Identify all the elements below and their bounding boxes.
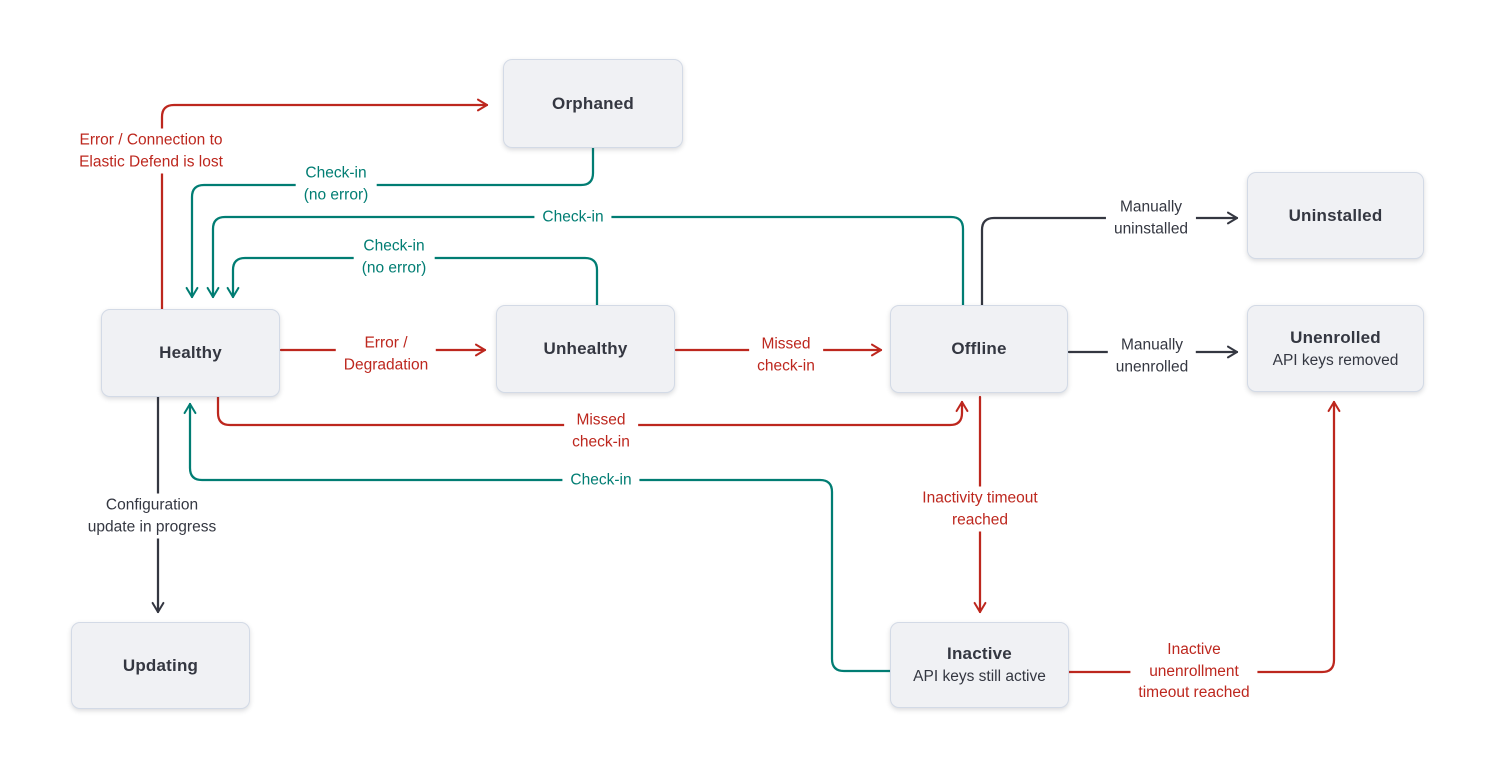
edge-offline-to-uninstalled [980, 211, 1239, 307]
label-inactivity-timeout: Inactivity timeout reached [914, 486, 1046, 532]
label-line: update in progress [87, 518, 217, 535]
label-line: Elastic Defend is lost [79, 153, 223, 170]
node-unenrolled-sublabel: API keys removed [1272, 351, 1399, 369]
label-line: Inactivity timeout [922, 489, 1038, 507]
node-updating-label: Updating [122, 655, 199, 675]
label-error-defend-lost: Error / Connection to Elastic Defend is … [71, 128, 231, 174]
label-line: Missed [576, 411, 626, 429]
label-line: Check-in [363, 237, 425, 255]
edge-offline-to-healthy [206, 215, 965, 307]
label-missed-checkin-unhealthy: Missed check-in [749, 332, 823, 378]
label-line: Error / [364, 334, 408, 352]
edge-inactive-to-unenrolled [1067, 400, 1341, 674]
label-line: Inactive [1167, 640, 1221, 658]
node-unenrolled: Unenrolled API keys removed [1247, 305, 1424, 392]
node-uninstalled: Uninstalled [1247, 172, 1424, 259]
label-line: unenrollment [1149, 662, 1239, 680]
edge-orphaned-to-healthy [185, 146, 595, 299]
edge-healthy-to-orphaned [160, 98, 489, 311]
label-checkin-inactive: Check-in [562, 468, 640, 492]
label-line: Degradation [343, 356, 429, 373]
node-unenrolled-label: Unenrolled [1290, 327, 1381, 347]
label-manually-uninstalled: Manually uninstalled [1105, 195, 1197, 241]
label-checkin-offline: Check-in [534, 205, 612, 229]
node-updating: Updating [71, 622, 250, 709]
label-line: (no error) [361, 259, 427, 276]
node-inactive: Inactive API keys still active [890, 622, 1069, 708]
node-uninstalled-label: Uninstalled [1288, 205, 1383, 225]
label-missed-checkin-healthy: Missed check-in [564, 408, 638, 454]
node-offline-label: Offline [951, 339, 1007, 358]
label-error-degradation: Error / Degradation [335, 331, 437, 377]
label-manually-unenrolled: Manually unenrolled [1107, 333, 1197, 379]
label-line: uninstalled [1113, 220, 1189, 237]
node-orphaned-label: Orphaned [552, 93, 634, 113]
node-unhealthy: Unhealthy [496, 305, 675, 393]
edge-inactive-to-healthy [183, 402, 892, 673]
label-line: unenrolled [1115, 358, 1189, 375]
label-configuration-update: Configuration update in progress [79, 493, 225, 539]
label-inactive-unenrollment-timeout: Inactive unenrollment timeout reached [1130, 637, 1258, 705]
label-checkin-noerror-unhealthy: Check-in (no error) [353, 234, 435, 280]
node-inactive-sublabel: API keys still active [913, 668, 1046, 685]
label-line: timeout reached [1138, 683, 1250, 701]
node-orphaned: Orphaned [503, 59, 683, 148]
label-line: check-in [757, 357, 815, 374]
label-checkin-noerror-orphaned: Check-in (no error) [295, 161, 377, 207]
label-line: (no error) [303, 186, 369, 203]
node-healthy-label: Healthy [159, 343, 222, 362]
node-healthy: Healthy [101, 309, 280, 397]
label-line: Manually [1120, 336, 1184, 354]
label-line: Check-in [542, 208, 604, 226]
label-line: check-in [572, 433, 630, 450]
node-unhealthy-label: Unhealthy [543, 339, 628, 358]
label-line: Check-in [570, 471, 632, 489]
label-line: Missed [761, 335, 811, 353]
label-line: Manually [1119, 198, 1183, 216]
label-line: Configuration [105, 496, 199, 514]
node-inactive-label: Inactive [947, 644, 1012, 663]
node-offline: Offline [890, 305, 1068, 393]
label-line: Check-in [305, 164, 367, 182]
label-line: reached [951, 511, 1008, 528]
label-line: Error / Connection to [79, 131, 223, 149]
